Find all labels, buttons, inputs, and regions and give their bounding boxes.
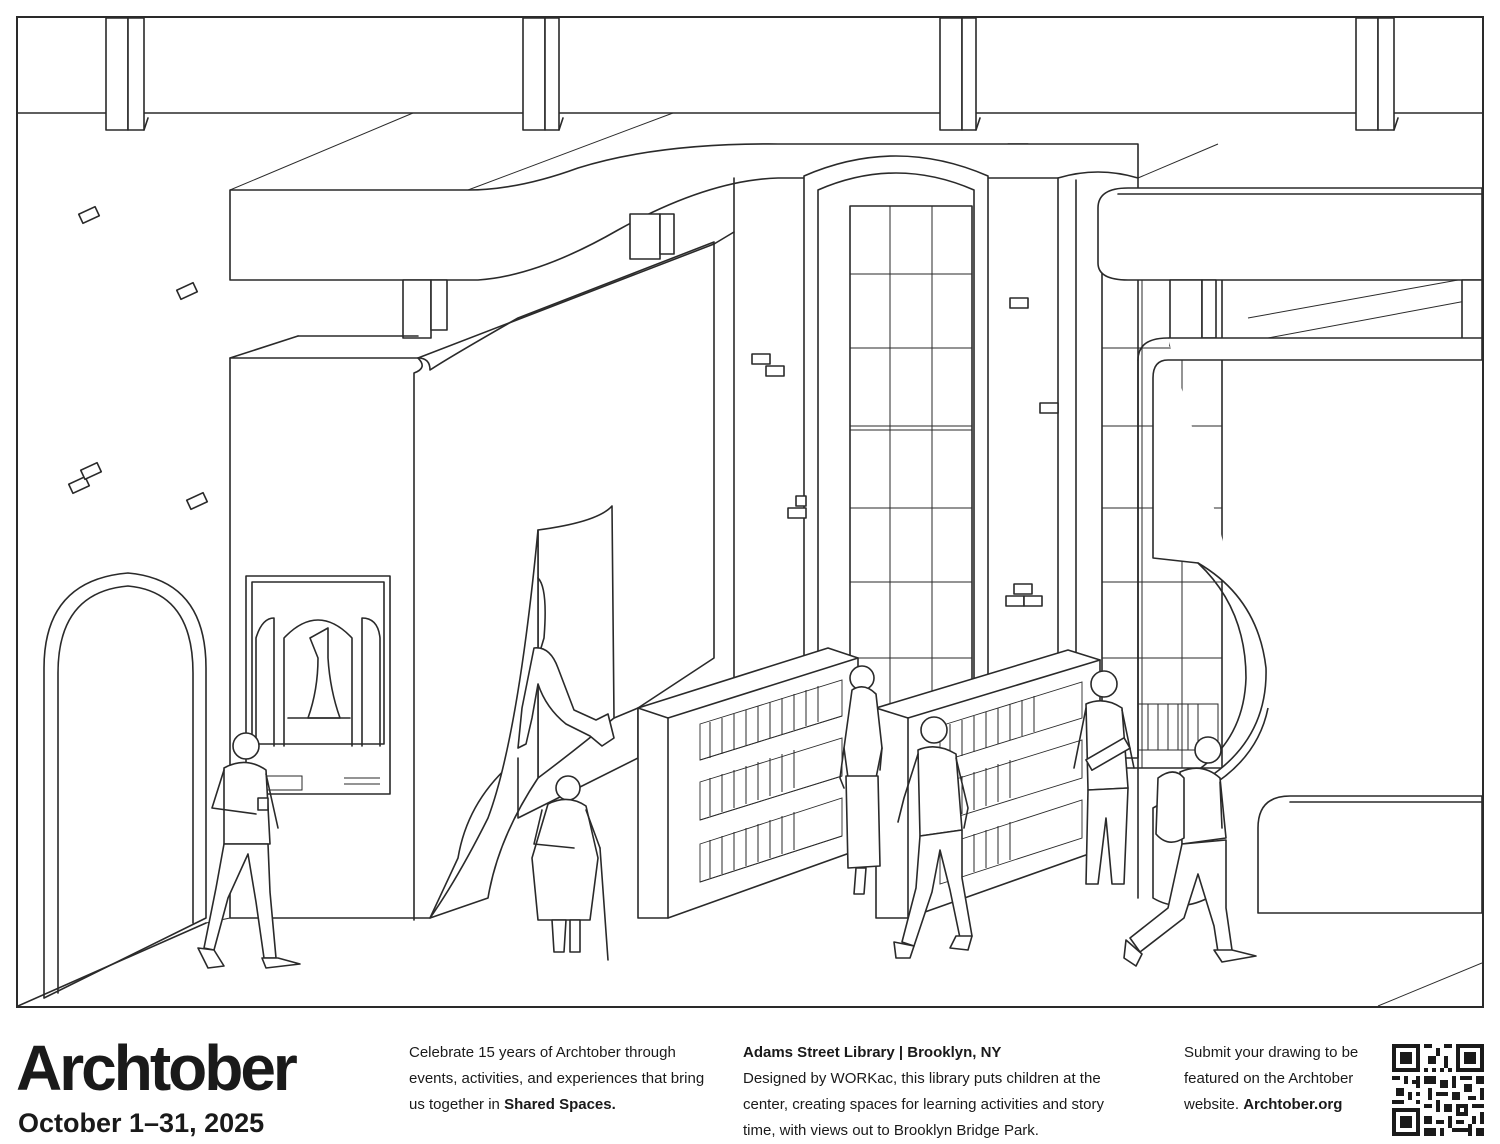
- submit-text: Submit your drawing to be featured on th…: [1184, 1044, 1359, 1113]
- site-blurb: Adams Street Library | Brooklyn, NY Desi…: [743, 1040, 1138, 1144]
- intro-blurb: Celebrate 15 years of Archtober through …: [409, 1040, 709, 1118]
- intro-highlight: Shared Spaces.: [504, 1096, 616, 1113]
- submit-blurb: Submit your drawing to be featured on th…: [1184, 1040, 1374, 1118]
- library-illustration: [16, 16, 1484, 1008]
- intro-text: Celebrate 15 years of Archtober through …: [409, 1044, 705, 1113]
- poster-footer: Archtober October 1–31, 2025 Celebrate 1…: [0, 1020, 1500, 1140]
- site-description: Designed by WORKac, this library puts ch…: [743, 1070, 1105, 1139]
- library-line-drawing: [18, 18, 1482, 1006]
- event-dates: October 1–31, 2025: [18, 1108, 265, 1138]
- qr-code-icon[interactable]: [1392, 1044, 1484, 1136]
- brand-title: Archtober: [16, 1032, 298, 1104]
- archtober-link[interactable]: Archtober.org: [1243, 1096, 1343, 1113]
- site-heading: Adams Street Library | Brooklyn, NY: [743, 1044, 1002, 1061]
